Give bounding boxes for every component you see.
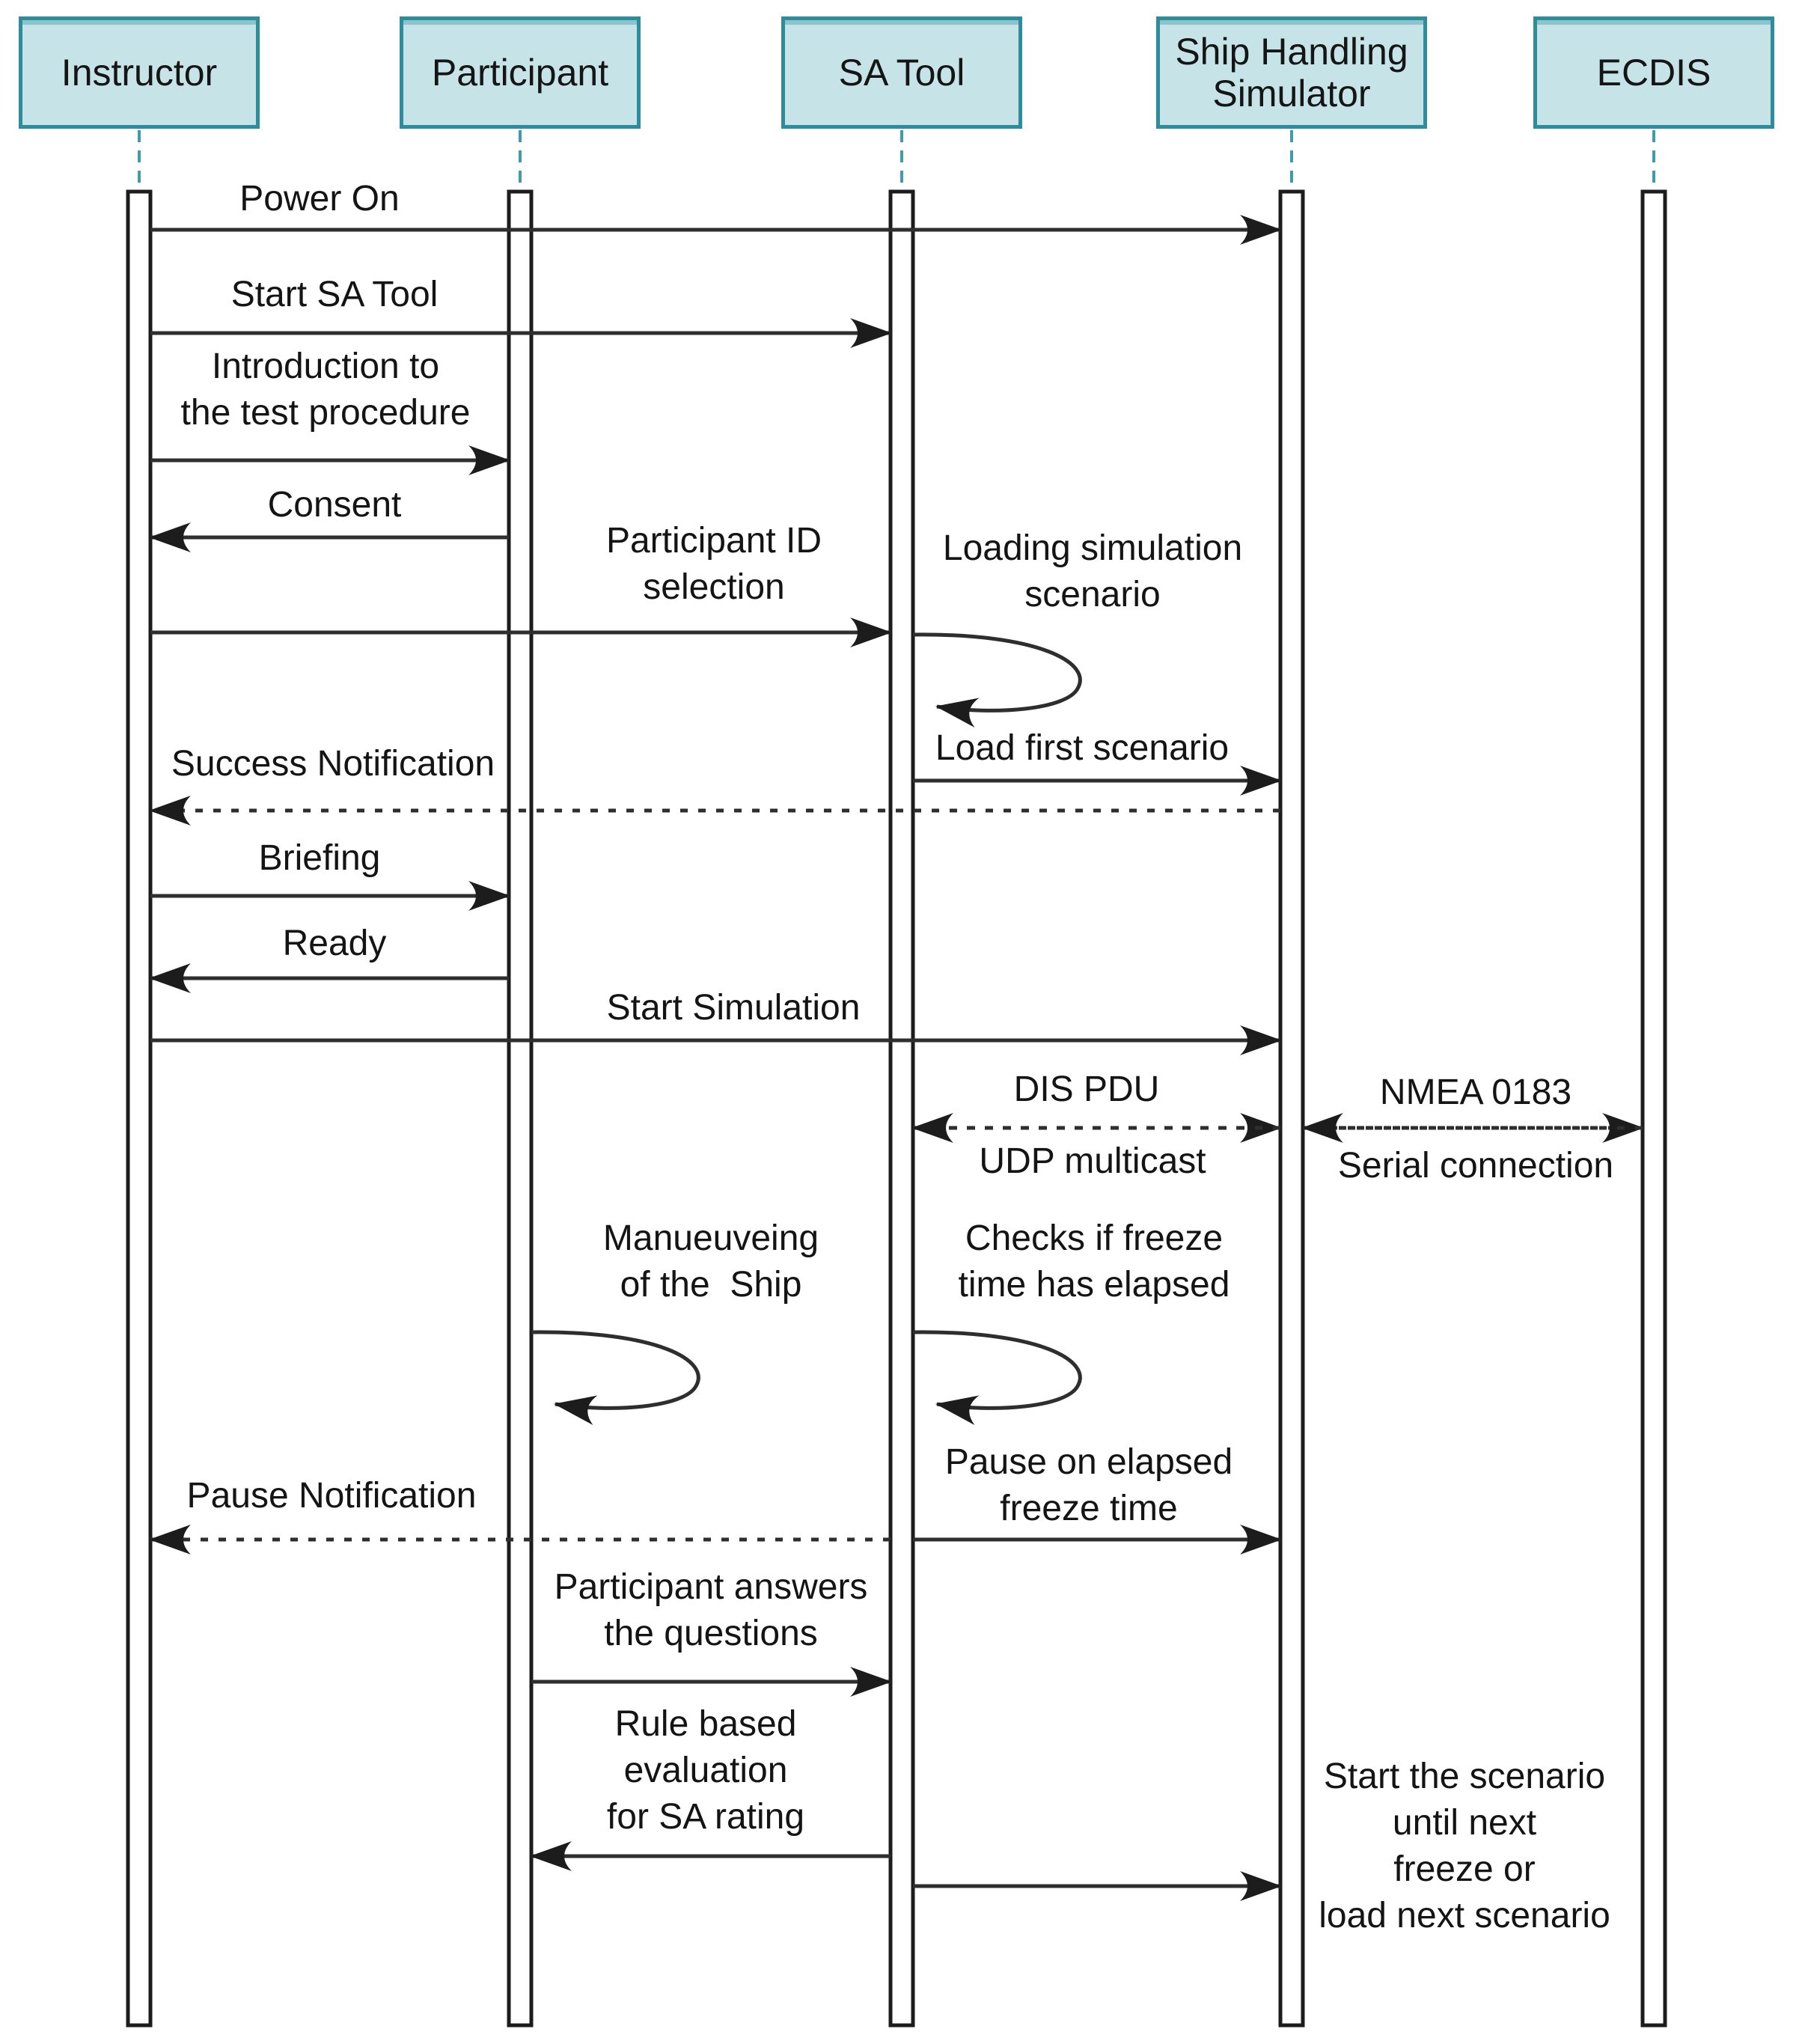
- message-label-power-on: Power On: [239, 179, 400, 219]
- message-label-manoeuvring: Manueuveing of the Ship: [602, 1218, 819, 1305]
- actor-box-participant: Participant: [400, 16, 641, 129]
- message-label-serial-connection: Serial connection: [1337, 1146, 1614, 1186]
- message-label-participant-id: Participant ID selection: [605, 521, 822, 607]
- message-label-ready: Ready: [282, 924, 387, 963]
- message-label-loading-scenario: Loading simulation scenario: [942, 528, 1243, 614]
- actor-box-sa-tool: SA Tool: [781, 16, 1022, 129]
- actor-box-simulator: Ship Handling Simulator: [1156, 16, 1427, 129]
- message-loop-loading-scenario: [912, 632, 1082, 727]
- activation-bar-simulator: [1278, 189, 1305, 2028]
- activation-bar-ecdis: [1640, 189, 1667, 2028]
- message-label-udp-multicast: UDP multicast: [979, 1141, 1206, 1181]
- actor-box-ecdis: ECDIS: [1533, 16, 1774, 129]
- message-label-pause-on-elapsed: Pause on elapsed freeze time: [944, 1442, 1233, 1528]
- message-label-success-notification: Success Notification: [171, 744, 495, 784]
- message-lines: [149, 215, 1644, 1901]
- message-label-start-next-scenario: Start the scenario until next freeze or …: [1319, 1757, 1610, 1935]
- activation-bar-instructor: [126, 189, 153, 2028]
- activation-bar-sa-tool: [888, 189, 915, 2028]
- message-label-rule-based: Rule based evaluation for SA rating: [606, 1704, 805, 1837]
- message-label-pause-notification: Pause Notification: [186, 1476, 477, 1516]
- actor-box-instructor: Instructor: [19, 16, 260, 129]
- message-label-consent: Consent: [267, 485, 402, 525]
- message-label-briefing: Briefing: [258, 838, 381, 878]
- activation-bars: [126, 189, 1667, 2028]
- message-label-load-first-scenario: Load first scenario: [935, 728, 1230, 768]
- message-label-checks-freeze: Checks if freeze time has elapsed: [958, 1218, 1230, 1305]
- message-loop-checks-freeze: [912, 1330, 1082, 1425]
- message-label-dis-pdu: DIS PDU: [1013, 1070, 1160, 1109]
- message-label-nmea-0183: NMEA 0183: [1379, 1073, 1572, 1112]
- message-label-start-sa-tool: Start SA Tool: [230, 275, 439, 314]
- lifeline-dashes: [138, 130, 1655, 190]
- message-loop-manoeuvring: [531, 1330, 700, 1425]
- message-label-participant-answers: Participant answers the questions: [554, 1567, 868, 1653]
- message-label-start-simulation: Start Simulation: [606, 988, 861, 1028]
- message-label-introduction: Introduction to the test procedure: [180, 347, 471, 433]
- activation-bar-participant: [507, 189, 534, 2028]
